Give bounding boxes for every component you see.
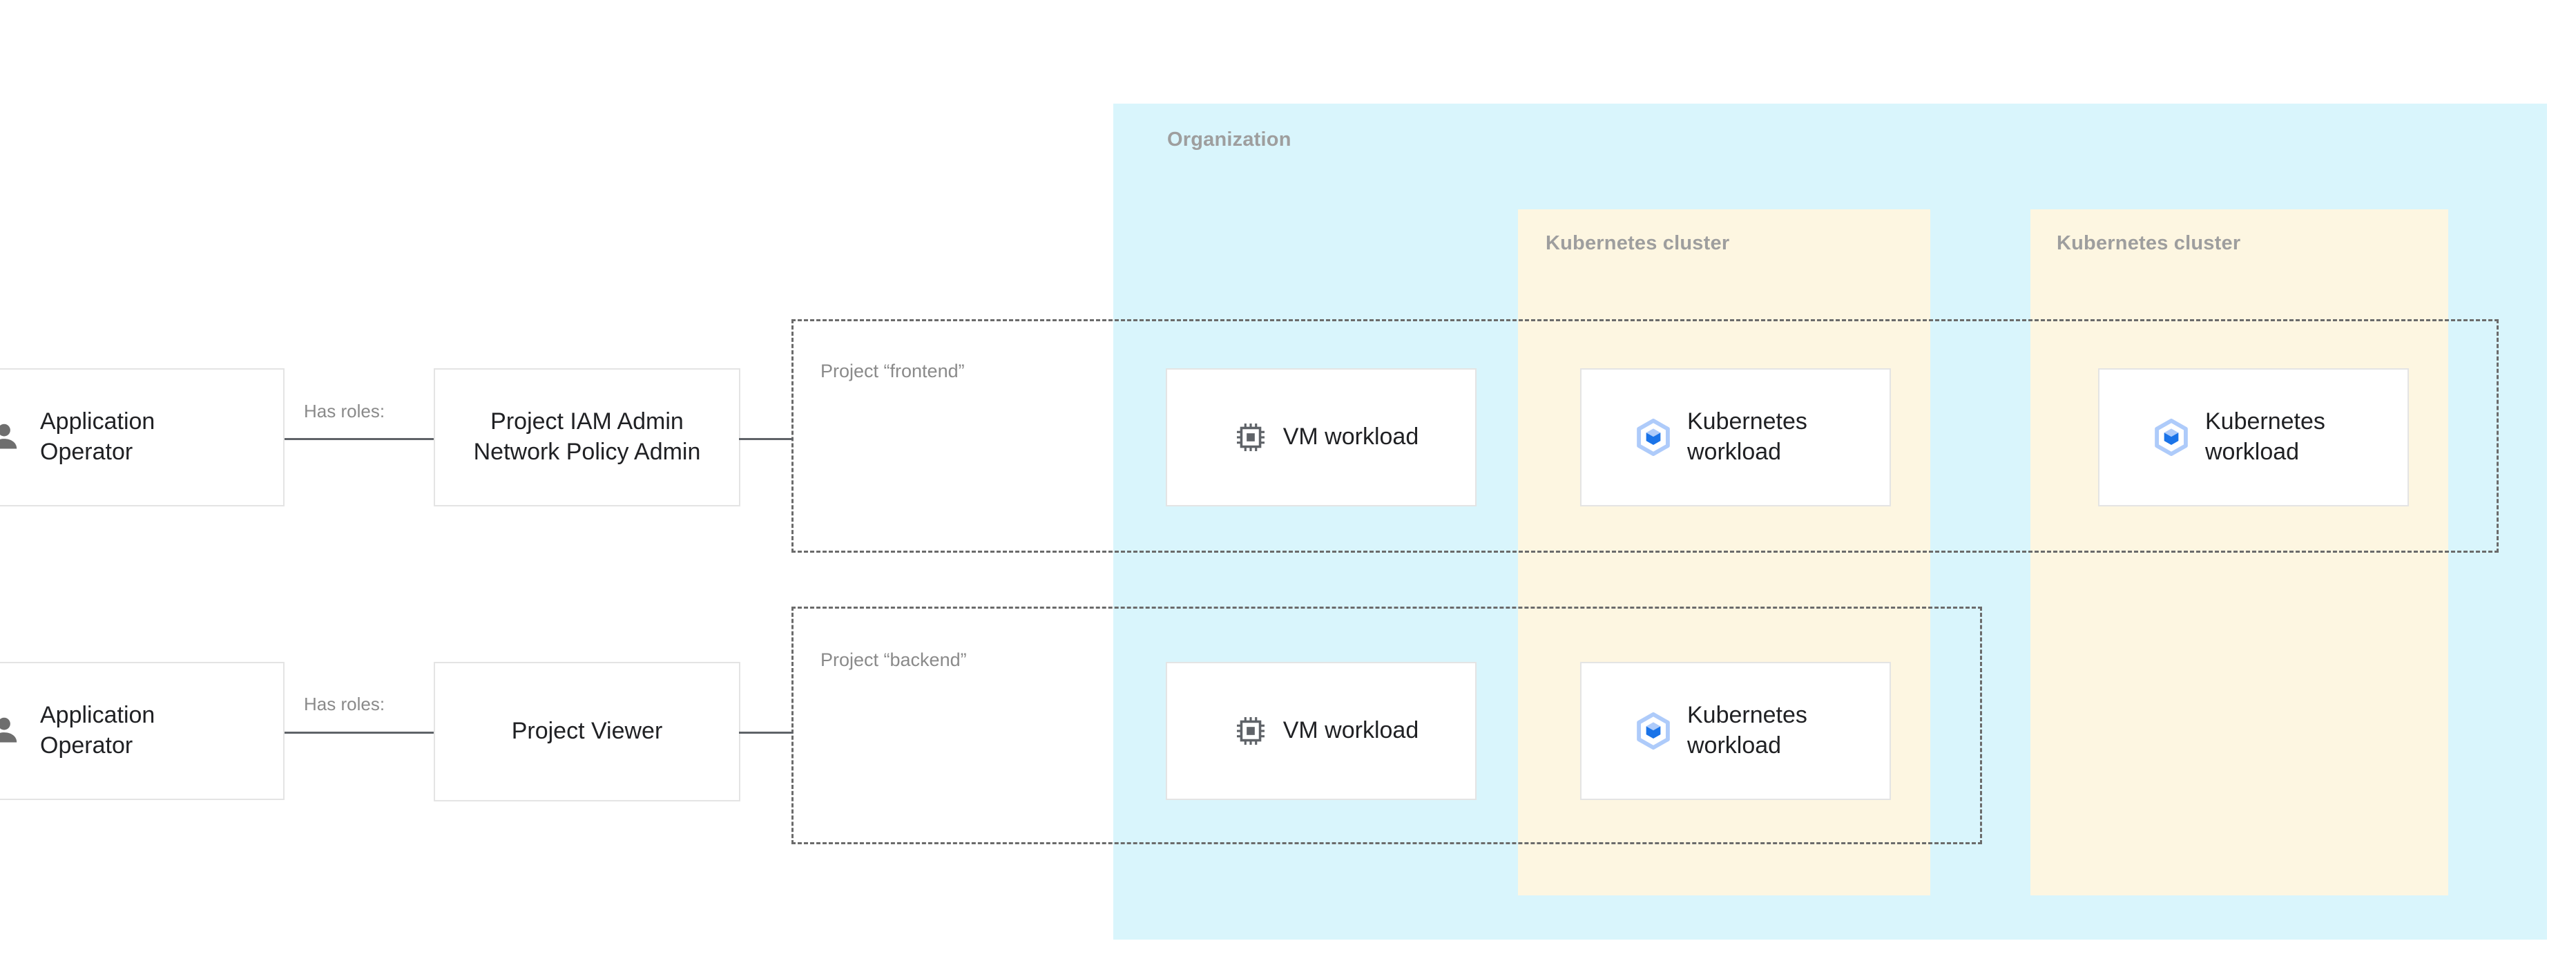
person-icon xyxy=(0,419,22,455)
workload-label-vm-backend: VM workload xyxy=(1282,717,1419,744)
workload-card-vm-backend: VM workload xyxy=(1166,662,1477,800)
role-label-2: Project Viewer xyxy=(511,718,663,745)
connector-actor-to-role-1 xyxy=(285,438,435,440)
role-box-2: Project Viewer xyxy=(434,662,740,801)
workload-label-k8s-frontend-2: Kubernetes workload xyxy=(2205,408,2325,465)
cpu-chip-icon xyxy=(1233,714,1268,748)
workload-label-vm-frontend: VM workload xyxy=(1282,424,1419,450)
project-frontend-boundary xyxy=(791,319,2499,553)
kubernetes-icon xyxy=(1635,712,1672,750)
actor-box-2: Application Operator xyxy=(0,662,285,800)
workload-label-k8s-frontend-1: Kubernetes workload xyxy=(1687,408,1807,465)
project-backend-label: Project “backend” xyxy=(820,649,967,670)
kubernetes-icon xyxy=(1635,419,1672,456)
actor-label-2: Application Operator xyxy=(40,702,155,759)
connector-label-1: Has roles: xyxy=(304,401,385,421)
role-label-1: Project IAM Admin Network Policy Admin xyxy=(473,408,701,465)
workload-card-k8s-frontend-1: Kubernetes workload xyxy=(1580,368,1891,506)
actor-label-1: Application Operator xyxy=(40,408,155,465)
connector-actor-to-role-2 xyxy=(285,732,435,734)
role-box-1: Project IAM Admin Network Policy Admin xyxy=(434,368,740,506)
connector-role-to-project-1 xyxy=(739,438,793,440)
workload-card-k8s-frontend-2: Kubernetes workload xyxy=(2098,368,2409,506)
cpu-chip-icon xyxy=(1233,420,1268,455)
person-icon xyxy=(0,713,22,749)
kubernetes-cluster-1-label: Kubernetes cluster xyxy=(1546,232,1730,254)
project-frontend-label: Project “frontend” xyxy=(820,361,965,381)
kubernetes-cluster-2-label: Kubernetes cluster xyxy=(2057,232,2241,254)
workload-card-k8s-backend: Kubernetes workload xyxy=(1580,662,1891,800)
project-backend-boundary xyxy=(791,607,1982,844)
workload-label-k8s-backend: Kubernetes workload xyxy=(1687,702,1807,759)
workload-card-vm-frontend: VM workload xyxy=(1166,368,1477,506)
kubernetes-icon xyxy=(2153,419,2190,456)
organization-label: Organization xyxy=(1167,129,1291,151)
connector-role-to-project-2 xyxy=(739,732,793,734)
actor-box-1: Application Operator xyxy=(0,368,285,506)
connector-label-2: Has roles: xyxy=(304,694,385,714)
